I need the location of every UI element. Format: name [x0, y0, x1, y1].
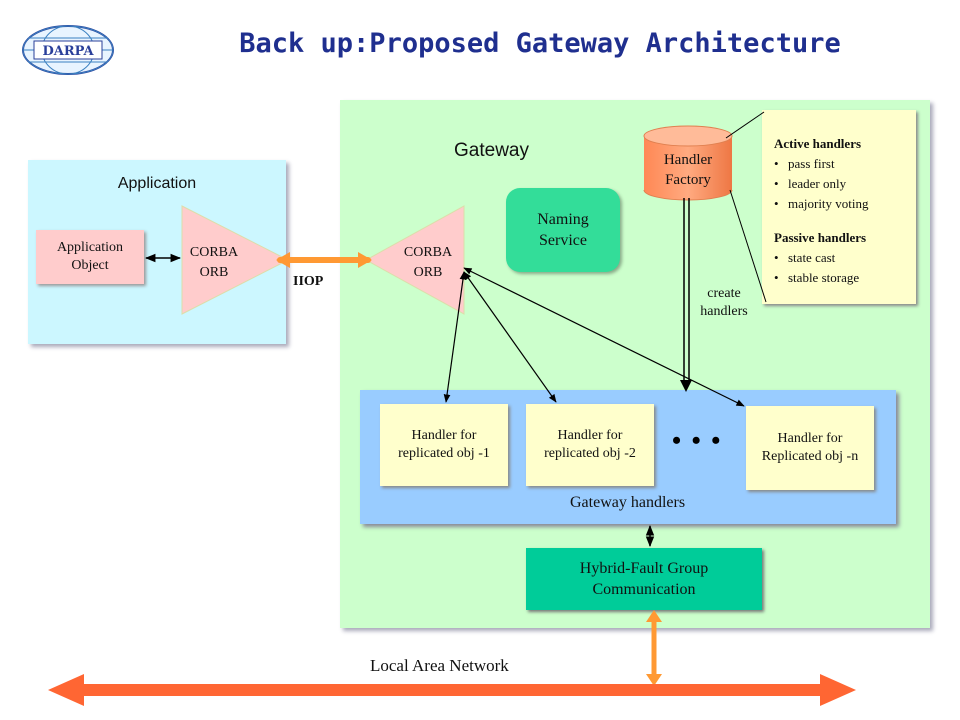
gateway-handlers-label: Gateway handlers — [570, 494, 686, 511]
handler-label-n: Handler for Replicated obj -n — [761, 431, 859, 464]
passive-handler-item: state cast — [774, 248, 916, 268]
orb-handlern-connector — [463, 267, 745, 407]
handler-types-note: Active handlers pass first leader only m… — [762, 110, 916, 304]
active-handlers-title: Active handlers — [774, 136, 862, 151]
active-handlers-list: pass first leader only majority voting — [774, 154, 916, 214]
handler-box-1: Handler for replicated obj -1 — [380, 404, 508, 486]
page-title: Back up:Proposed Gateway Architecture — [239, 28, 841, 59]
hybrid-lan-arrowhead-bottom — [646, 674, 662, 686]
gateway-orb: CORBA ORB — [364, 205, 465, 315]
naming-service: Naming Service — [506, 188, 620, 272]
application-orb: CORBA ORB — [181, 205, 290, 315]
handler-label-1: Handler for replicated obj -1 — [398, 428, 490, 461]
local-area-network-arrow — [48, 674, 856, 706]
passive-handler-item: stable storage — [774, 268, 916, 288]
hybrid-fault-group-communication: Hybrid-Fault Group Communication — [526, 548, 762, 610]
iiop-arrowhead-right — [358, 252, 372, 268]
application-orb-label-line2: ORB — [200, 265, 229, 280]
active-handler-item: majority voting — [774, 194, 916, 214]
handler-factory-label-line1: Handler — [664, 152, 712, 168]
gateway-label: Gateway — [454, 140, 529, 161]
callout-line-top — [725, 111, 765, 139]
handler-box-n: Handler for Replicated obj -n — [746, 406, 874, 490]
handler-box-2: Handler for replicated obj -2 — [526, 404, 654, 486]
handler-factory: Handler Factory — [643, 125, 733, 201]
orb-handler1-connector — [443, 271, 467, 403]
iiop-label: IIOP — [293, 274, 324, 289]
orb-handler2-connector — [463, 271, 557, 403]
handlers-ellipsis: • • • — [672, 426, 723, 455]
application-object: Application Object — [36, 230, 144, 284]
factory-create-arrowhead — [680, 380, 692, 392]
local-area-network-label: Local Area Network — [370, 656, 509, 675]
application-label: Application — [117, 175, 197, 192]
gateway-orb-label-line2: ORB — [414, 265, 443, 280]
active-handler-item: pass first — [774, 154, 916, 174]
active-handler-item: leader only — [774, 174, 916, 194]
application-orb-label-line1: CORBA — [190, 245, 239, 260]
handler-factory-label-line2: Factory — [665, 172, 711, 188]
hybrid-lan-arrowhead-top — [646, 610, 662, 622]
gateway-orb-label-line1: CORBA — [404, 245, 453, 260]
passive-handlers-title: Passive handlers — [774, 230, 867, 245]
callout-line-bottom — [729, 189, 767, 303]
hybrid-label: Hybrid-Fault Group Communication — [579, 560, 709, 598]
passive-handlers-list: state cast stable storage — [774, 248, 916, 288]
application-object-label: Application Object — [56, 240, 124, 273]
handler-label-2: Handler for replicated obj -2 — [544, 428, 636, 461]
logo-text: DARPA — [42, 44, 94, 59]
darpa-logo: DARPA — [22, 25, 114, 75]
iiop-arrowhead-left — [276, 252, 290, 268]
naming-service-label: Naming Service — [537, 211, 589, 249]
